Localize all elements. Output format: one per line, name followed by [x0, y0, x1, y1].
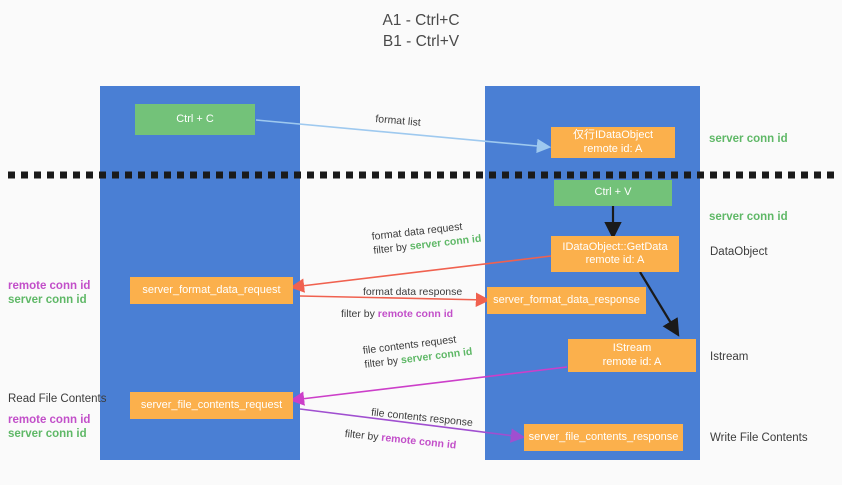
box-server-format-data-request[interactable]: server_format_data_request: [130, 277, 293, 304]
box-istream[interactable]: IStream remote id: A: [568, 339, 696, 372]
box-server-file-contents-response[interactable]: server_file_contents_response: [524, 424, 683, 451]
label-server-conn-id-left-1: server conn id: [8, 294, 87, 306]
edge-label-format-list-line1: format list: [374, 112, 422, 129]
label-server-conn-id-2: server conn id: [709, 211, 788, 223]
edge-label-format-data-response-line2: filter by remote conn id: [341, 299, 462, 321]
edge-label-file-contents-response-accent: remote conn id: [380, 431, 457, 452]
edge-label-format-data-request-prefix: filter by: [372, 240, 411, 257]
box-server-format-data-response[interactable]: server_format_data_response: [487, 287, 646, 314]
label-read-file-contents: Read File Contents: [8, 393, 107, 405]
edge-label-format-data-request: format data request filter by server con…: [371, 218, 482, 258]
box-idataobject-create[interactable]: 仅行IDataObject remote id: A: [551, 127, 675, 158]
edge-label-file-contents-request-prefix: filter by: [363, 354, 402, 371]
label-remote-conn-id-1: remote conn id: [8, 280, 91, 292]
label-server-conn-id-1: server conn id: [709, 133, 788, 145]
label-istream: Istream: [710, 351, 749, 363]
edge-label-format-data-response-accent: remote conn id: [377, 308, 454, 320]
edge-label-format-data-response-prefix: filter by: [341, 308, 378, 320]
edge-label-file-contents-request: file contents request filter by server c…: [362, 331, 473, 372]
edge-label-file-contents-response-prefix: filter by: [344, 427, 382, 444]
page-title: A1 - Ctrl+C B1 - Ctrl+V: [382, 12, 460, 50]
label-dataobject: DataObject: [710, 246, 768, 258]
box-idataobject-getdata[interactable]: IDataObject::GetData remote id: A: [551, 236, 679, 272]
label-write-file-contents: Write File Contents: [710, 432, 808, 444]
edge-label-format-data-response-line1: format data response: [363, 286, 463, 298]
edge-label-format-data-response: format data response filter by remote co…: [341, 285, 462, 321]
edge-label-file-contents-response: file contents response filter by remote …: [344, 403, 473, 454]
box-server-file-contents-request[interactable]: server_file_contents_request: [130, 392, 293, 419]
edge-label-format-list: format list: [375, 112, 422, 130]
box-ctrl-c[interactable]: Ctrl + C: [135, 104, 255, 135]
box-ctrl-v[interactable]: Ctrl + V: [554, 180, 672, 206]
label-server-conn-id-left-2: server conn id: [8, 428, 87, 440]
label-remote-conn-id-2: remote conn id: [8, 414, 91, 426]
